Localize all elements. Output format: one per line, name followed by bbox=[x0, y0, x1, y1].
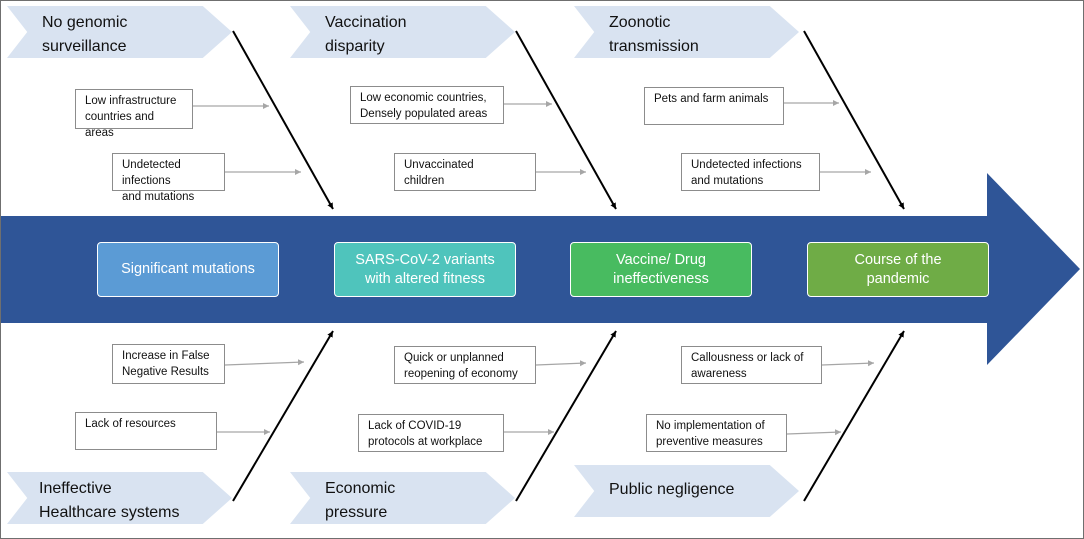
cause-chevron-top-2 bbox=[574, 6, 799, 58]
spine-box-ineffectiveness: Vaccine/ Drug ineffectiveness bbox=[570, 242, 752, 297]
branch-line-bottom-0 bbox=[232, 330, 334, 502]
factor-note: Lack of resources bbox=[75, 412, 217, 450]
branch-line-bottom-2 bbox=[803, 330, 905, 502]
factor-note: No implementation of preventive measures bbox=[646, 414, 787, 452]
factor-note: Pets and farm animals bbox=[644, 87, 784, 125]
main-spine-arrow bbox=[1, 173, 1080, 365]
cause-chevron-bottom-0 bbox=[7, 472, 232, 524]
factor-connector bbox=[786, 429, 842, 436]
factor-note: Low economic countries, Densely populate… bbox=[350, 86, 504, 124]
factor-note: Low infrastructure countries and areas bbox=[75, 89, 193, 139]
factor-note: Callousness or lack of awareness bbox=[681, 346, 822, 384]
cause-chevron-bottom-2 bbox=[574, 465, 799, 517]
cause-title-bottom-1: Economic pressure bbox=[325, 480, 396, 521]
cause-title-top-0: No genomic surveillance bbox=[42, 14, 128, 55]
factor-connector bbox=[821, 360, 875, 367]
factor-note: Lack of COVID-19 protocols at workplace bbox=[358, 414, 504, 452]
cause-title-bottom-0: Ineffective Healthcare systems bbox=[39, 480, 180, 521]
branch-line-top-2 bbox=[803, 30, 905, 210]
spine-box-significant-mutations: Significant mutations bbox=[97, 242, 279, 297]
spine-box-course-of-pandemic: Course of the pandemic bbox=[807, 242, 989, 297]
factor-note: Undetected infections and mutations bbox=[112, 153, 225, 203]
factor-note: Undetected infections and mutations bbox=[681, 153, 820, 191]
factor-note: Unvaccinated children bbox=[394, 153, 536, 191]
cause-chevron-bottom-1 bbox=[290, 472, 515, 524]
branch-line-top-1 bbox=[515, 30, 617, 210]
factor-connector bbox=[535, 360, 587, 367]
factor-note: Increase in False Negative Results bbox=[112, 344, 225, 384]
cause-title-top-2: Zoonotic transmission bbox=[609, 14, 699, 55]
factor-connector bbox=[224, 359, 305, 366]
cause-chevron-top-1 bbox=[290, 6, 515, 58]
factor-note: Quick or unplanned reopening of economy bbox=[394, 346, 536, 384]
cause-title-top-1: Vaccination disparity bbox=[325, 14, 407, 55]
cause-title-bottom-2: Public negligence bbox=[609, 481, 735, 498]
branch-line-bottom-1 bbox=[515, 330, 617, 502]
branch-line-top-0 bbox=[232, 30, 334, 210]
cause-chevron-top-0 bbox=[7, 6, 232, 58]
spine-box-variants: SARS-CoV-2 variants with altered fitness bbox=[334, 242, 516, 297]
